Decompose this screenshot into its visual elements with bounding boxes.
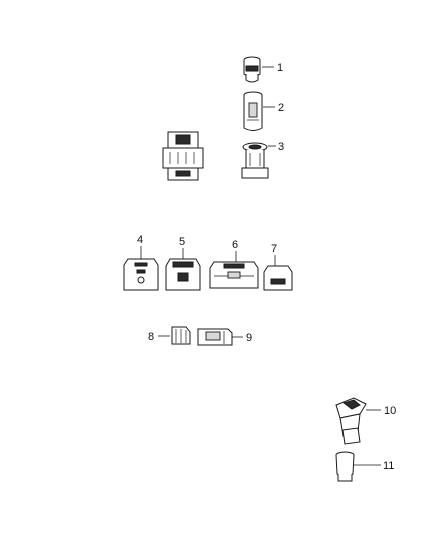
part-1-socket-cap: 1 [243, 56, 283, 83]
callout-9: 9 [246, 332, 252, 344]
part-5-usb-port: 5 [165, 236, 201, 291]
callout-4: 4 [137, 234, 143, 246]
part-11-cup-socket: 11 [335, 451, 394, 482]
callout-7: 7 [271, 243, 277, 255]
callout-1: 1 [277, 62, 283, 74]
part-3-socket-bracket: 3 [241, 141, 284, 179]
callout-6: 6 [232, 239, 238, 251]
callout-3: 3 [278, 141, 284, 153]
part-7-small-port: 7 [263, 243, 293, 291]
callout-2: 2 [278, 102, 284, 114]
part-4-switch-module: 4 [123, 234, 159, 291]
callout-8: 8 [148, 331, 154, 343]
part-bracket-housing [162, 131, 204, 181]
part-10-angled-socket: 10 [335, 397, 396, 445]
callout-10: 10 [384, 405, 396, 417]
part-8-connector: 8 [148, 326, 191, 345]
part-2-socket-insert: 2 [243, 91, 284, 131]
callout-5: 5 [179, 236, 185, 248]
callout-11: 11 [383, 460, 394, 472]
part-6-wide-port-module: 6 [209, 239, 259, 289]
part-9-elongated-connector: 9 [197, 328, 252, 346]
